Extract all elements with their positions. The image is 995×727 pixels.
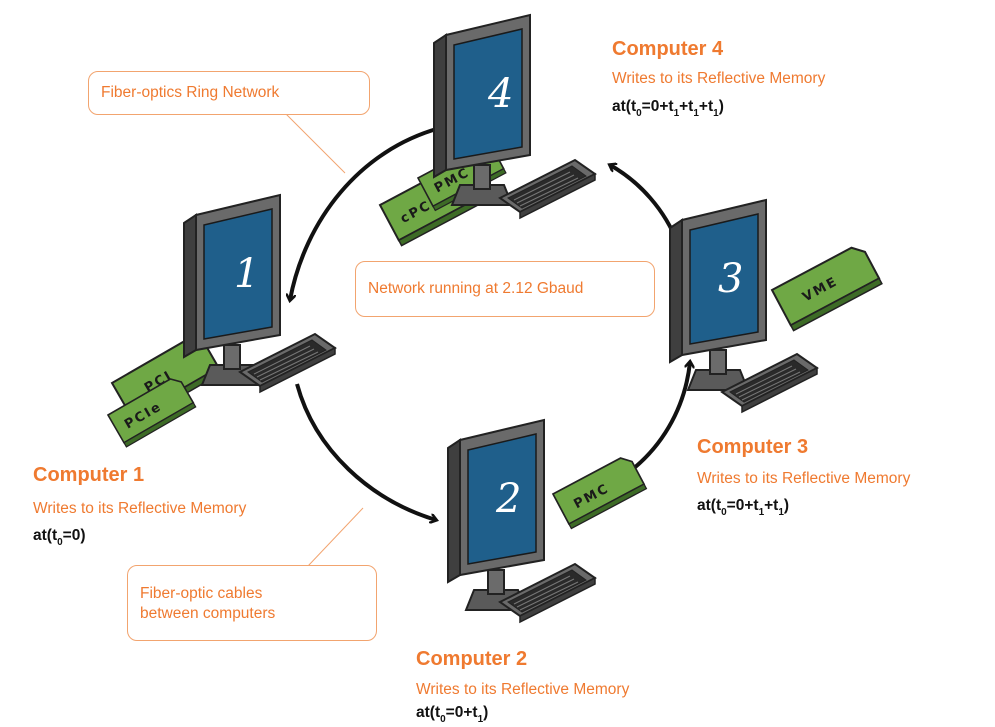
arrow-computer4-to-computer1 [290,126,441,300]
pmc-card-2: PMC [552,453,648,530]
ring-network-callout: Fiber-optics Ring Network [88,71,370,115]
fiber-cables-callout-line1: Fiber-optic cables [140,585,263,602]
network-speed-callout-text: Network running at 2.12 Gbaud [368,280,584,297]
fiber-cables-callout: Fiber-optic cables between computers [127,565,377,641]
computer-3-subtitle: Writes to its Reflective Memory [697,470,911,487]
computer-2-illustration: PMC 2 [447,419,648,623]
computer-1-illustration: PCI PCIe 1 [107,194,336,448]
arrow-computer2-to-computer3 [623,362,690,477]
arrow-computer1-to-computer2 [295,383,436,520]
computer-4-illustration: cPCI PMC 4 [379,14,596,247]
keyboard-4-icon [499,159,596,219]
svg-text:2: 2 [495,476,521,522]
computer-2-time: at(t0=0+t1) [416,704,489,726]
computer-1-time: at(t0=0) [33,527,86,549]
computer-1-subtitle: Writes to its Reflective Memory [33,500,247,517]
arrow-computer3-to-computer4 [610,165,680,245]
svg-text:4: 4 [487,71,513,117]
pcie-card: PCIe [107,374,197,448]
svg-text:1: 1 [234,251,259,297]
ring-network-callout-text: Fiber-optics Ring Network [101,84,280,101]
network-speed-callout: Network running at 2.12 Gbaud [355,261,655,317]
computer-3-title: Computer 3 [697,436,809,458]
computer-2-subtitle: Writes to its Reflective Memory [416,681,630,698]
computer-4-subtitle: Writes to its Reflective Memory [612,70,826,87]
computer-4-title: Computer 4 [612,38,724,60]
ring-callout-leader [284,112,346,174]
vme-card: VME [771,242,883,332]
svg-text:3: 3 [718,256,743,302]
fiber-cables-callout-line2: between computers [140,605,276,622]
computer-2-title: Computer 2 [416,648,528,670]
computer-3-time: at(t0=0+t1+t1) [697,497,790,519]
computer-1-title: Computer 1 [33,464,145,486]
computer-3-illustration: VME 3 [669,199,883,413]
computer-4-time: at(t0=0+t1+t1+t1) [612,98,724,120]
